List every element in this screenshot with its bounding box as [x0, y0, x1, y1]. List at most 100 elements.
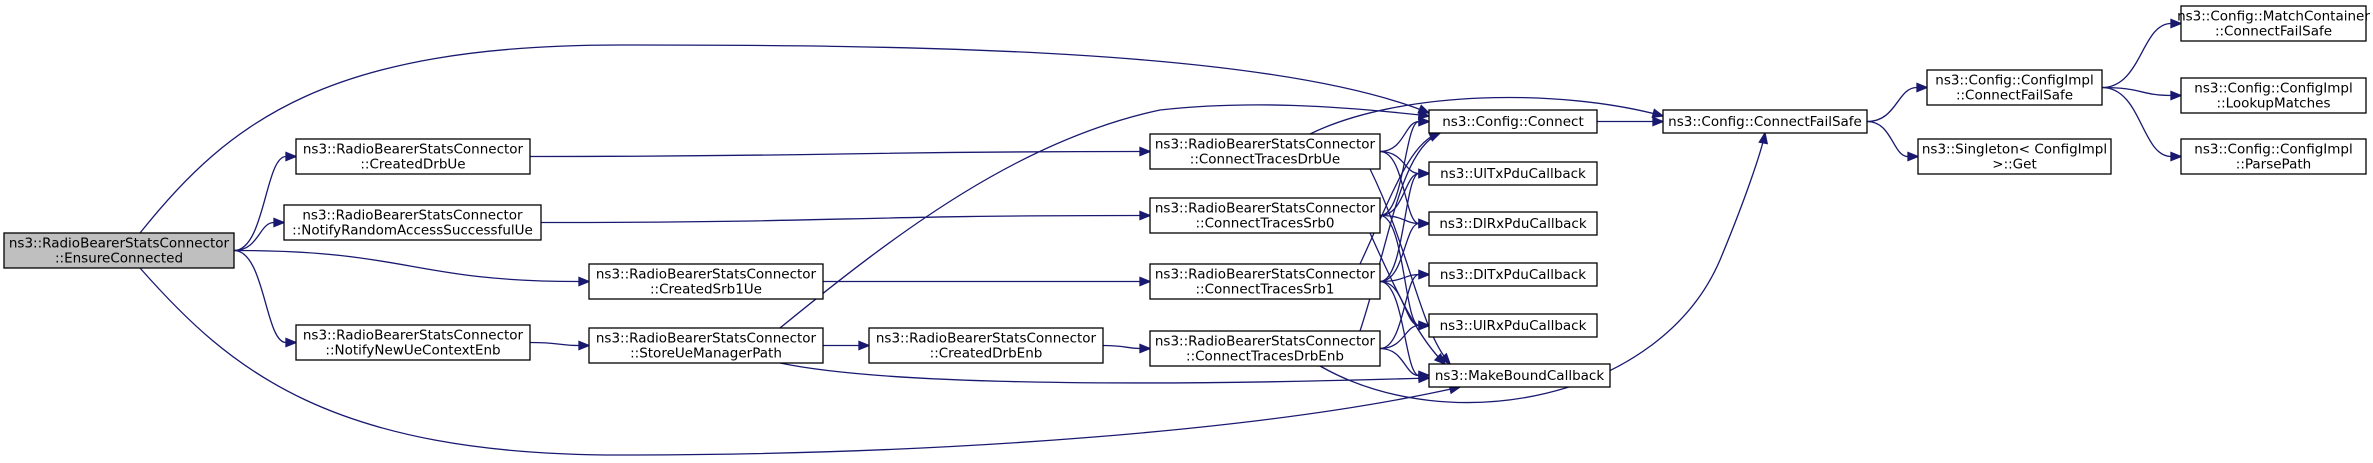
edge-notifyRA-to-ctSrb0: [540, 210, 1152, 224]
edge-storeUe-to-createdDrbEnb: [823, 340, 871, 351]
node-label: ::ConnectTracesDrbEnb: [1186, 349, 1344, 365]
node-dlTxPdu[interactable]: ns3::DlTxPduCallback: [1428, 262, 1598, 287]
arrowhead: [2170, 90, 2183, 101]
edge-line: [1369, 168, 1451, 365]
edge-line: [233, 249, 287, 344]
node-createdDrbUe[interactable]: ns3::RadioBearerStatsConnector::CreatedD…: [295, 138, 531, 175]
nodes-layer: ns3::RadioBearerStatsConnector::EnsureCo…: [3, 5, 2370, 388]
edge-configConnect-to-connectFailSafe: [1597, 116, 1665, 127]
edge-line: [1866, 86, 1918, 123]
edge-line: [139, 267, 1461, 456]
edge-line: [529, 341, 580, 347]
node-label: ns3::Config::Connect: [1442, 114, 1584, 130]
node-label: ns3::RadioBearerStatsConnector: [1155, 201, 1376, 217]
node-dlRxPdu[interactable]: ns3::DlRxPduCallback: [1428, 211, 1598, 236]
arrowhead: [1417, 109, 1431, 120]
edge-line: [1379, 222, 1420, 283]
node-label: ns3::RadioBearerStatsConnector: [876, 331, 1097, 347]
node-box: [1428, 161, 1598, 186]
arrowhead: [1418, 320, 1431, 331]
node-label: ::LookupMatches: [2217, 96, 2331, 112]
node-label: ::EnsureConnected: [55, 251, 183, 267]
edge-line: [2101, 86, 2172, 158]
node-label: ns3::RadioBearerStatsConnector: [302, 208, 523, 224]
node-label: >::Get: [1992, 157, 2036, 173]
node-box: [868, 327, 1104, 364]
edge-line: [1379, 172, 1420, 217]
node-box: [1428, 262, 1598, 287]
arrowhead: [1439, 352, 1452, 366]
node-box: [2180, 138, 2367, 175]
edges-layer: [139, 18, 2183, 456]
arrowhead: [1139, 146, 1152, 157]
node-box: [295, 324, 531, 361]
edge-line: [1102, 344, 1141, 350]
node-matchCFS[interactable]: ns3::Config::MatchContainer::ConnectFail…: [2177, 5, 2370, 42]
arrowhead: [1418, 370, 1431, 381]
node-createdDrbEnb[interactable]: ns3::RadioBearerStatsConnector::CreatedD…: [868, 327, 1104, 364]
edge-line: [1379, 324, 1420, 350]
edge-createdDrbUe-to-ctDrbUe: [529, 146, 1152, 158]
node-label: ::ConnectFailSafe: [1956, 88, 2073, 104]
edge-line: [779, 104, 1430, 329]
arrowhead: [1651, 108, 1665, 118]
node-implCFS[interactable]: ns3::Config::ConfigImpl::ConnectFailSafe: [1926, 69, 2103, 106]
node-ulRxPdu[interactable]: ns3::UlRxPduCallback: [1428, 313, 1598, 338]
node-label: ::NotifyNewUeContextEnb: [325, 343, 500, 359]
edge-implCFS-to-parsePath: [2101, 86, 2183, 162]
node-box: [1428, 211, 1598, 236]
arrowhead: [1758, 131, 1769, 145]
arrowhead: [1418, 116, 1431, 127]
node-label: ::CreatedDrbUe: [360, 157, 465, 173]
edge-line: [233, 155, 287, 252]
node-notifyRA[interactable]: ns3::RadioBearerStatsConnector::NotifyRa…: [283, 204, 542, 241]
node-label: ns3::Config::MatchContainer: [2177, 9, 2370, 25]
node-label: ns3::Config::ConnectFailSafe: [1668, 114, 1862, 130]
node-label: ns3::UlRxPduCallback: [1440, 318, 1587, 334]
edge-storeUe-to-configConnect: [779, 104, 1431, 329]
node-notifyNewUe[interactable]: ns3::RadioBearerStatsConnector::NotifyNe…: [295, 324, 531, 361]
node-label: ::ConnectFailSafe: [2215, 24, 2332, 40]
arrowhead: [1907, 151, 1920, 162]
node-ctDrbUe[interactable]: ns3::RadioBearerStatsConnector::ConnectT…: [1149, 133, 1381, 170]
edge-ctSrb1-to-ulTxPdu: [1379, 168, 1431, 283]
node-lookup[interactable]: ns3::Config::ConfigImpl::LookupMatches: [2180, 77, 2367, 114]
node-singleton[interactable]: ns3::Singleton< ConfigImpl>::Get: [1917, 138, 2112, 175]
node-box: [1149, 330, 1381, 367]
node-ctDrbEnb[interactable]: ns3::RadioBearerStatsConnector::ConnectT…: [1149, 330, 1381, 367]
node-label: ns3::RadioBearerStatsConnector: [596, 267, 817, 283]
node-configConnect[interactable]: ns3::Config::Connect: [1428, 109, 1598, 134]
node-ulTxPdu[interactable]: ns3::UlTxPduCallback: [1428, 161, 1598, 186]
arrowhead: [1418, 218, 1431, 229]
node-label: ns3::RadioBearerStatsConnector: [303, 328, 524, 344]
node-storeUe[interactable]: ns3::RadioBearerStatsConnector::StoreUeM…: [588, 327, 824, 364]
edge-ctDrbEnb-to-ulRxPdu: [1379, 320, 1431, 350]
node-createdSrb1Ue[interactable]: ns3::RadioBearerStatsConnector::CreatedS…: [588, 263, 824, 300]
edge-line: [1379, 347, 1420, 377]
edge-ensure-to-createdDrbUe: [233, 151, 298, 252]
node-connectFailSafe[interactable]: ns3::Config::ConnectFailSafe: [1662, 109, 1868, 134]
edge-createdSrb1Ue-to-ctSrb1: [822, 276, 1152, 287]
node-makeBound[interactable]: ns3::MakeBoundCallback: [1428, 363, 1611, 388]
node-label: ::NotifyRandomAccessSuccessfulUe: [292, 223, 533, 239]
edge-line: [1379, 120, 1420, 217]
edge-ctDrbEnb-to-dlTxPdu: [1379, 269, 1431, 350]
edge-ctDrbUe-to-connectFailSafe: [1309, 96, 1665, 135]
node-box: [2180, 5, 2367, 42]
edge-line: [1379, 280, 1420, 327]
arrowhead: [285, 337, 298, 348]
node-label: ::ConnectTracesDrbUe: [1190, 152, 1340, 168]
arrowhead: [2170, 18, 2183, 29]
node-box: [1428, 313, 1598, 338]
node-label: ns3::RadioBearerStatsConnector: [9, 236, 230, 252]
node-ctSrb1[interactable]: ns3::RadioBearerStatsConnector::ConnectT…: [1149, 263, 1381, 300]
node-box: [3, 232, 235, 269]
node-label: ns3::RadioBearerStatsConnector: [1155, 137, 1376, 153]
node-parsePath[interactable]: ns3::Config::ConfigImpl::ParsePath: [2180, 138, 2367, 175]
node-ctSrb0[interactable]: ns3::RadioBearerStatsConnector::ConnectT…: [1149, 197, 1381, 234]
node-ensure[interactable]: ns3::RadioBearerStatsConnector::EnsureCo…: [3, 232, 235, 269]
edge-line: [1309, 96, 1664, 135]
edge-connectFailSafe-to-implCFS: [1866, 82, 1929, 123]
node-label: ns3::RadioBearerStatsConnector: [303, 142, 524, 158]
edge-line: [233, 249, 580, 283]
